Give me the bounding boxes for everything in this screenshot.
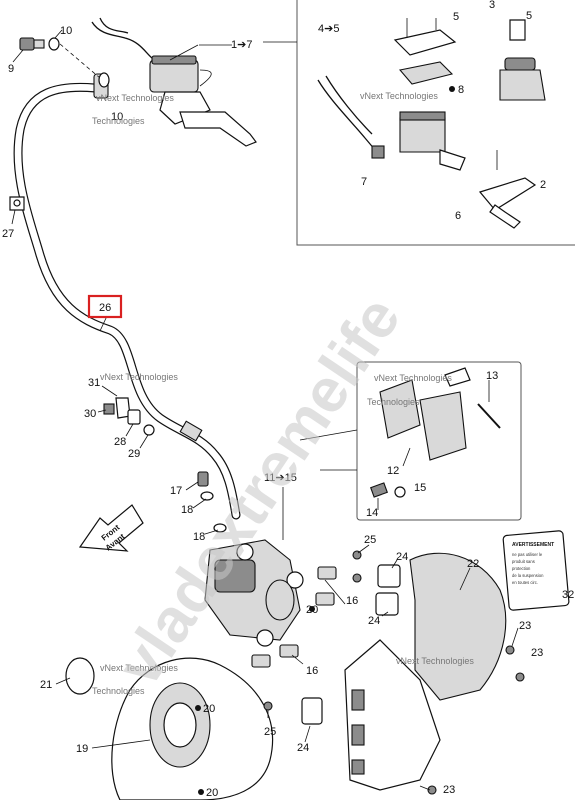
callout-6: 6 (455, 210, 461, 222)
callout-32: 32 (562, 589, 574, 601)
callout-25-upper: 25 (364, 534, 376, 546)
callout-24-upper: 24 (396, 551, 408, 563)
warning-decal: AVERTISSEMENT ne pas utiliser le produit… (502, 530, 570, 611)
brake-disc (65, 657, 274, 800)
warning-heading: AVERTISSEMENT (512, 542, 554, 548)
inset-reservoir-parts (317, 18, 466, 171)
callout-3: 3 (489, 0, 495, 11)
torque-drop-icon (449, 86, 455, 92)
callout-20-disc-bottom: 20 (206, 787, 218, 799)
callout-18-lower: 18 (193, 531, 205, 543)
torque-drop-icon (309, 606, 315, 612)
callout-20-disc: 20 (203, 703, 215, 715)
callout-16-upper: 16 (346, 595, 358, 607)
callout-11-to-15: 11➔15 (264, 472, 297, 484)
callout-5: 5 (453, 11, 459, 23)
callout-23-b: 23 (531, 647, 543, 659)
master-cylinder-assembly (91, 17, 257, 147)
highlight-box-26 (87, 294, 123, 319)
callout-27: 27 (2, 228, 14, 240)
brake-pads (370, 367, 501, 498)
warning-line-3: protection (512, 566, 531, 571)
brake-caliper (204, 539, 304, 647)
watermark-small-9: vNext Technologies (396, 656, 474, 666)
callout-28: 28 (114, 436, 126, 448)
disc-guard (344, 552, 507, 791)
bleed-fitting (197, 471, 227, 533)
front-direction-arrow: Front Avant (78, 504, 144, 553)
leader-lines (11, 29, 519, 791)
callout-23-a: 23 (519, 620, 531, 632)
callout-10-hose: 10 (111, 111, 123, 123)
watermark-small-8: Technologies (92, 686, 145, 696)
warning-line-2: produit sans (512, 559, 535, 564)
banjo-bolt-fitting (19, 37, 110, 88)
callout-21: 21 (40, 679, 52, 691)
torque-drop-icon (198, 789, 204, 795)
callout-24-mid: 24 (368, 615, 380, 627)
callout-13: 13 (486, 370, 498, 382)
hose-clip-27 (9, 196, 25, 211)
torque-drop-icon (195, 705, 201, 711)
hose-clamp-parts (103, 397, 155, 436)
warning-line-1: ne pas utiliser le (512, 552, 543, 557)
brake-hose (13, 73, 241, 520)
callout-2: 2 (540, 179, 546, 191)
warning-line-5: en toutes circ. (512, 580, 538, 585)
callout-23-c: 23 (443, 784, 455, 796)
watermark-small-2: Technologies (92, 116, 145, 126)
inset-lever-parts (478, 19, 546, 229)
callout-14: 14 (366, 507, 378, 519)
callout-25-lower: 25 (264, 726, 276, 738)
watermark-small-5: vNext Technologies (374, 373, 452, 383)
watermark-small-1: vNext Technologies (96, 93, 174, 103)
watermark-small-4: vNext Technologies (100, 372, 178, 382)
callout-16-lower: 16 (306, 665, 318, 677)
callout-22: 22 (467, 558, 479, 570)
callout-29: 29 (128, 448, 140, 460)
inset-master-cylinder-detail (263, 0, 575, 246)
watermark-small-3: vNext Technologies (360, 91, 438, 101)
callout-30: 30 (84, 408, 96, 420)
watermark-small-7: vNext Technologies (100, 663, 178, 673)
callout-5-right: 5 (526, 10, 532, 22)
callout-8: 8 (458, 84, 464, 96)
callout-10-top: 10 (60, 25, 72, 37)
callout-24-lower: 24 (297, 742, 309, 754)
warning-line-4: de la suspension (512, 573, 544, 578)
callout-12: 12 (387, 465, 399, 477)
callout-7: 7 (361, 176, 367, 188)
callout-18-upper: 18 (181, 504, 193, 516)
callout-26: 26 (99, 302, 111, 314)
callout-15: 15 (414, 482, 426, 494)
watermark-small-6: Technologies (367, 397, 420, 407)
callout-9: 9 (8, 63, 14, 75)
inset-brake-pads-detail (299, 361, 522, 521)
callout-1-to-7: 1➔7 (231, 39, 252, 51)
callout-17: 17 (170, 485, 182, 497)
callout-4-to-5: 4➔5 (318, 23, 339, 35)
callout-31: 31 (88, 377, 100, 389)
callout-19: 19 (76, 743, 88, 755)
